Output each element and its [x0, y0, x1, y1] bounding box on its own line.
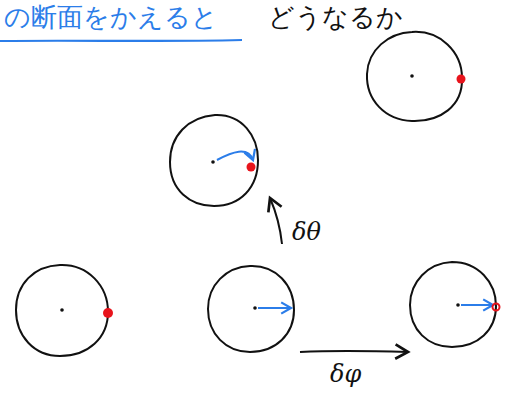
rotation-arrow: [270, 198, 282, 244]
circle-figure: [208, 266, 294, 352]
translation-arrow: [300, 351, 408, 352]
underline: [0, 40, 242, 41]
circle-figure: [410, 262, 500, 347]
circle-figure: [367, 32, 466, 121]
angle-label: δφ: [330, 360, 361, 389]
angle-label: δθ: [292, 218, 321, 247]
heading-text: の断面をかえると: [4, 2, 218, 33]
heading-text: どうなるか: [268, 2, 403, 33]
circle-figure: [16, 265, 113, 356]
circle-figure: [170, 115, 258, 206]
